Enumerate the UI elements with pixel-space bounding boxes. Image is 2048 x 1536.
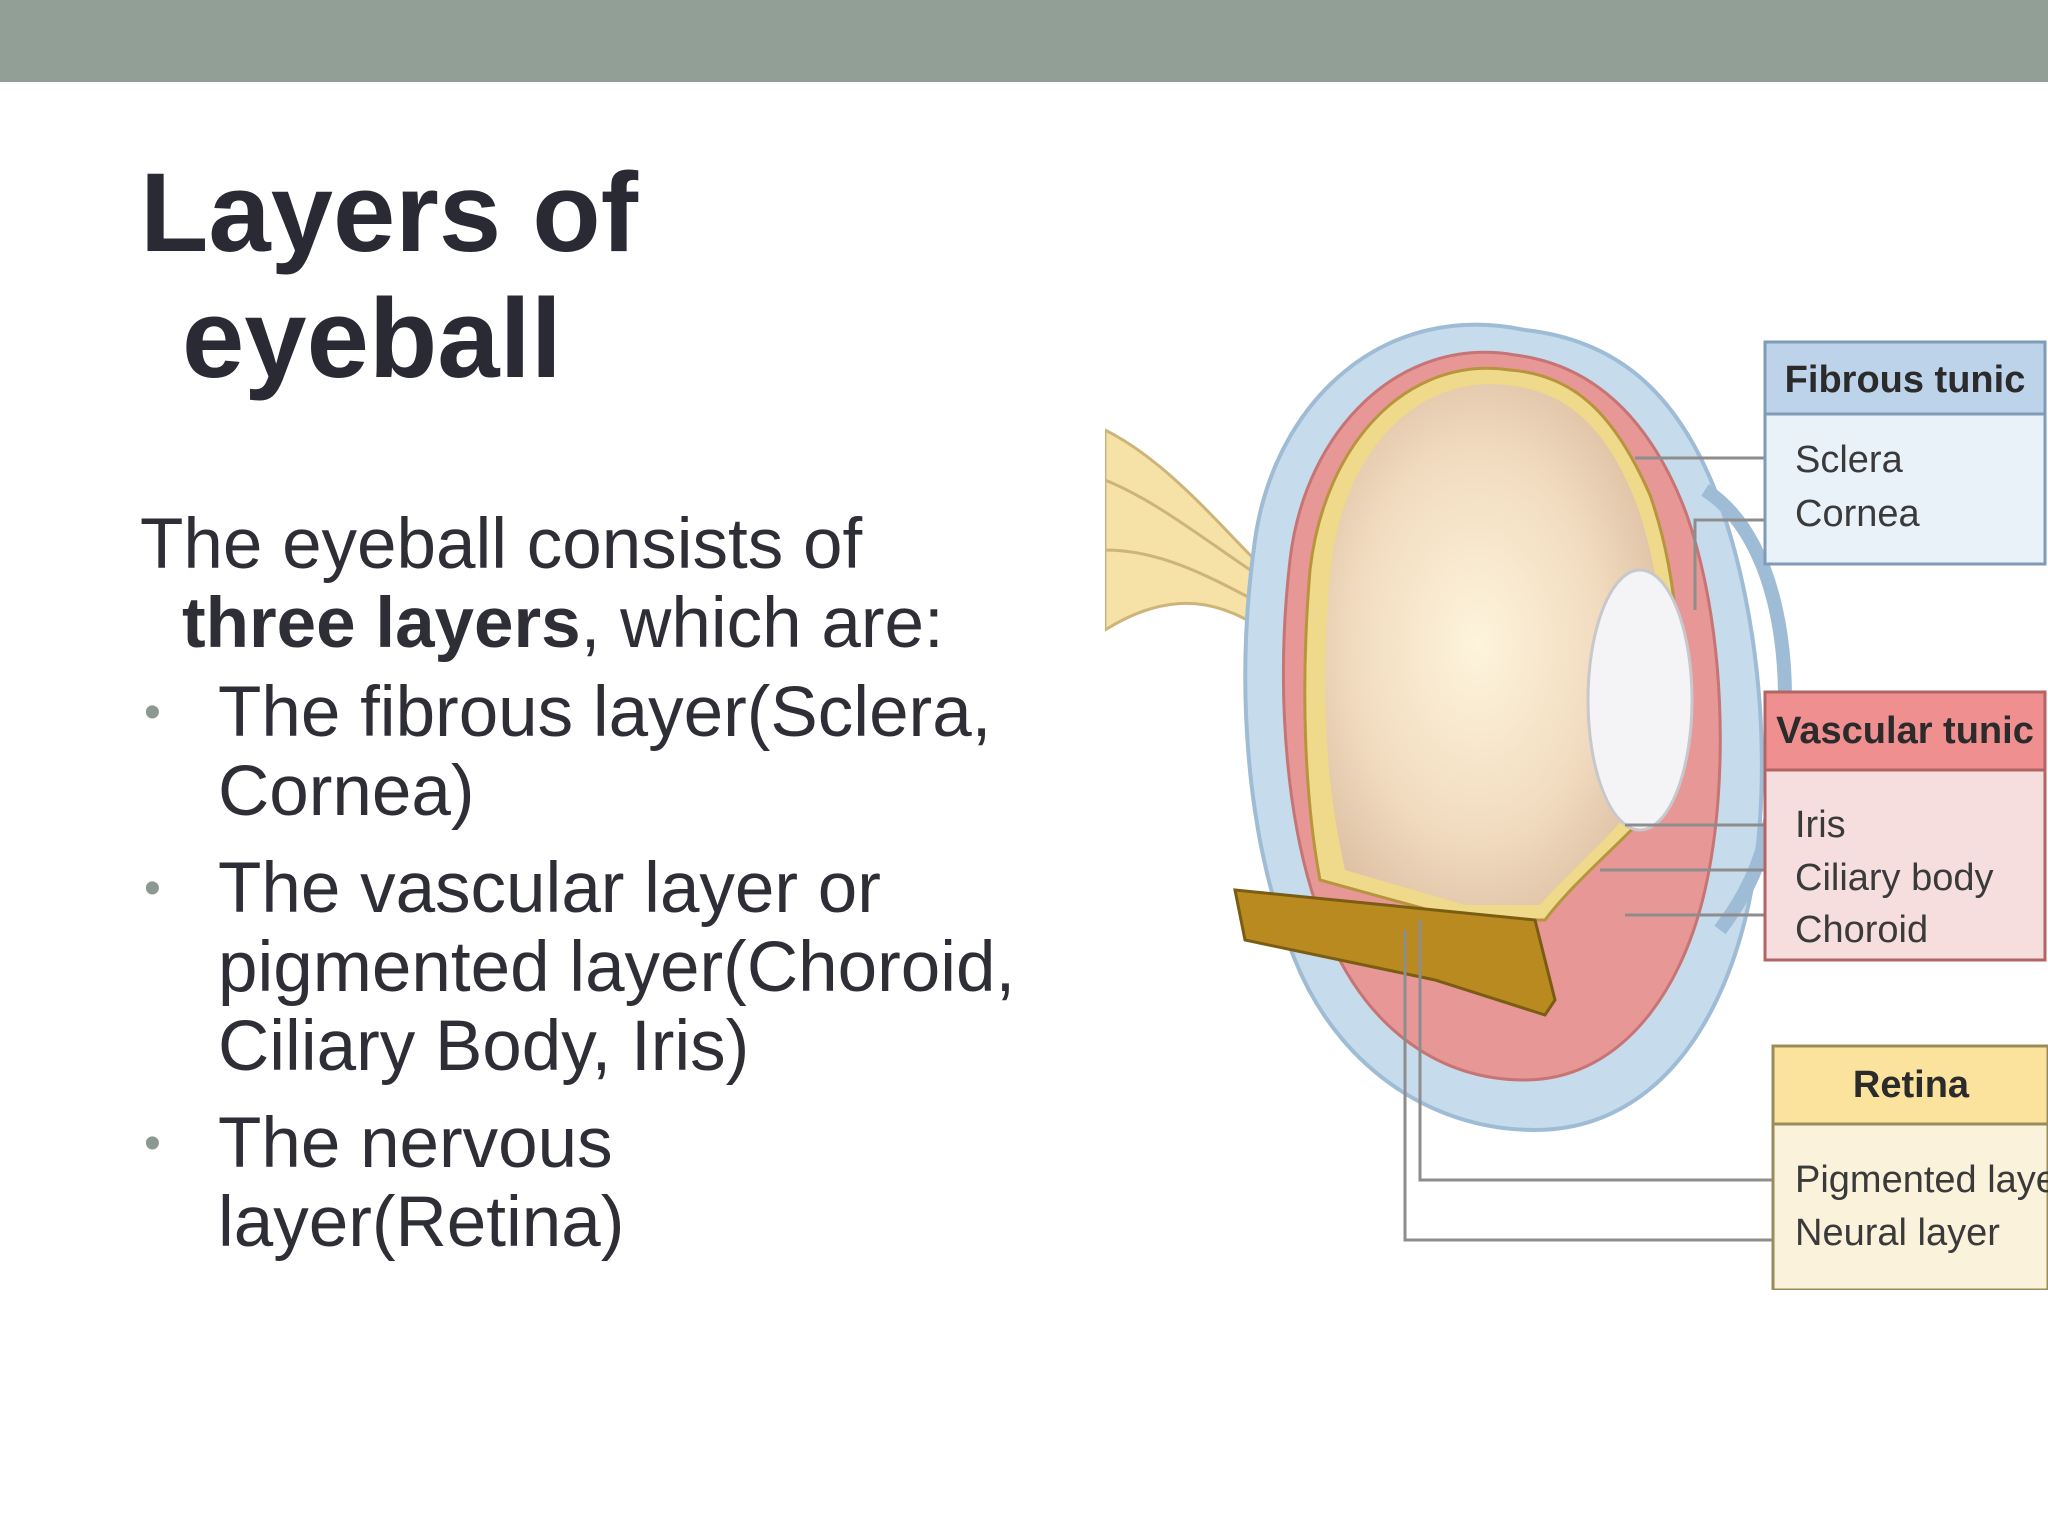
- layer-bullet-list: • The fibrous layer(Sclera, Cornea) • Th…: [140, 673, 1100, 1262]
- bullet-dot: •: [144, 862, 161, 915]
- bullet-line: layer(Retina): [218, 1183, 625, 1262]
- slide-body: The eyeball consists of three layers, wh…: [140, 505, 1100, 1280]
- retina-cutaway-shape: [1233, 888, 1557, 1017]
- bullet-line: pigmented layer(Choroid,: [218, 928, 1016, 1007]
- bullet-line: Ciliary Body, Iris): [218, 1007, 750, 1086]
- retina-header: Retina: [1853, 1064, 1970, 1106]
- bullet-text: The nervous layer(Retina): [218, 1104, 624, 1262]
- fibrous-tunic-box: Fibrous tunic Sclera Cornea: [1763, 340, 2047, 566]
- choroid-label: Choroid: [1795, 909, 1928, 951]
- bullet-vascular-layer: • The vascular layer or pigmented layer(…: [140, 849, 1100, 1086]
- bullet-line: The vascular layer or: [218, 849, 881, 928]
- iris-label: Iris: [1795, 804, 1846, 846]
- bullet-line: The nervous: [218, 1104, 613, 1183]
- intro-rest-text: , which are:: [580, 584, 944, 663]
- bullet-text: The fibrous layer(Sclera, Cornea): [218, 673, 991, 831]
- bullet-line: Cornea): [218, 752, 475, 831]
- bullet-dot: •: [144, 1117, 161, 1170]
- intro-line-2: three layers, which are:: [140, 584, 1100, 663]
- fibrous-tunic-header: Fibrous tunic: [1785, 359, 2026, 401]
- bullet-dot: •: [144, 686, 161, 739]
- ciliary-body-label: Ciliary body: [1795, 857, 1994, 899]
- bullet-text: The vascular layer or pigmented layer(Ch…: [218, 849, 1015, 1086]
- vitreous-body-shape: [1325, 384, 1664, 905]
- title-line-1: Layers of: [140, 150, 638, 275]
- lens-shape: [1586, 568, 1694, 832]
- sclera-label: Sclera: [1795, 439, 1904, 481]
- top-accent-bar: [0, 0, 2048, 82]
- intro-bold-text: three layers: [182, 584, 581, 663]
- intro-line-1: The eyeball consists of: [140, 505, 863, 584]
- vascular-tunic-box: Vascular tunic Iris Ciliary body Choroid: [1763, 690, 2047, 962]
- slide-title: Layers of eyeball: [140, 150, 1040, 402]
- eyeball-layers-diagram: Fibrous tunic Sclera Cornea Vascular tun…: [1105, 280, 2048, 1290]
- neural-layer-label: Neural layer: [1795, 1212, 2000, 1254]
- bullet-line: The fibrous layer(Sclera,: [218, 673, 992, 752]
- bullet-fibrous-layer: • The fibrous layer(Sclera, Cornea): [140, 673, 1100, 831]
- title-line-2: eyeball: [182, 276, 562, 401]
- cornea-label: Cornea: [1795, 493, 1920, 535]
- vascular-tunic-header: Vascular tunic: [1776, 710, 2034, 752]
- eyeball-illustration: Fibrous tunic Sclera Cornea Vascular tun…: [1105, 322, 2048, 1290]
- pigmented-layer-label: Pigmented layer: [1795, 1159, 2048, 1201]
- retina-box: Retina Pigmented layer Neural layer: [1771, 1044, 2048, 1290]
- bullet-nervous-layer: • The nervous layer(Retina): [140, 1104, 1100, 1262]
- intro-paragraph: The eyeball consists of three layers, wh…: [140, 505, 1100, 663]
